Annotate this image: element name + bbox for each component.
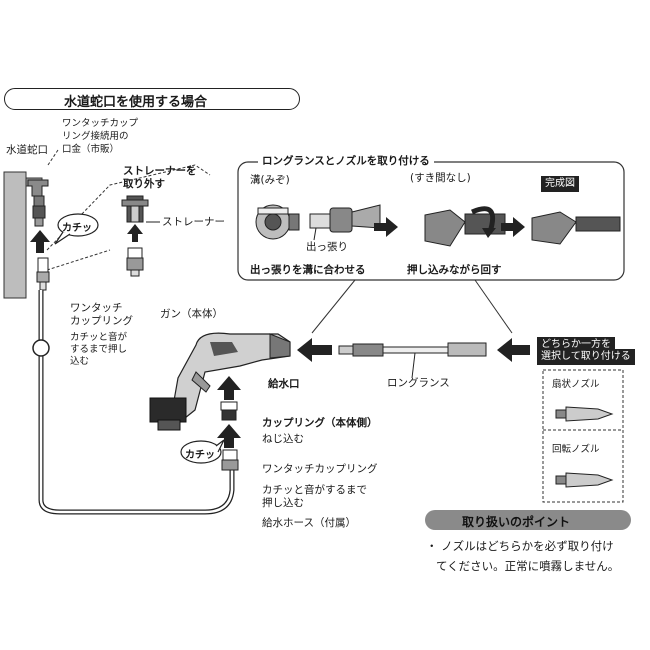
strainer-title-line2: 取り外す xyxy=(123,178,165,190)
fan-nozzle-icon xyxy=(555,406,614,422)
long-lance-icon xyxy=(338,342,487,379)
up-arrow-icon xyxy=(30,230,50,253)
fan-nozzle-label: 扇状ノズル xyxy=(552,379,600,390)
click-sound-label: カチッ xyxy=(62,223,92,234)
click-sound-label: カチッ xyxy=(185,450,215,461)
adapter-label-line2: リング接続用の xyxy=(62,131,129,142)
gun-push-note-line2: 押し込む xyxy=(262,497,304,509)
push-rotate-caption: 押し込みながら回す xyxy=(407,264,502,276)
lance-label: ロングランス xyxy=(387,377,450,389)
inlet-label: 給水口 xyxy=(268,378,300,390)
faucet-icon xyxy=(27,179,49,227)
click-bubble-faucet xyxy=(54,213,99,245)
gun-push-note-line1: カチッと音がするまで xyxy=(262,484,367,496)
complete-label: 完成図 xyxy=(541,176,579,192)
click-bubble-gun xyxy=(180,439,225,464)
hose-coupling-icon xyxy=(221,449,239,471)
push-note-line3: 込む xyxy=(70,356,90,367)
groove-label: 溝(みぞ) xyxy=(250,174,290,186)
align-caption: 出っ張りを溝に合わせる xyxy=(250,264,366,276)
push-note-line1: カチッと音が xyxy=(70,332,128,343)
push-note-line2: するまで押し xyxy=(70,344,128,355)
section-title: 水道蛇口を使用する場合 xyxy=(64,95,208,110)
adapter-label-line3: 口金（市販） xyxy=(62,144,120,155)
left-arrow-icon xyxy=(497,338,530,362)
strainer-label: ストレーナー xyxy=(162,216,225,228)
lance-callout-lines xyxy=(311,279,513,334)
onetouch-coupling-label: ワンタッチカップリング xyxy=(262,463,378,475)
faucet-label: 水道蛇口 xyxy=(6,144,48,156)
points-line2: てください。正常に噴霧しません。 xyxy=(436,559,620,573)
up-arrow-icon xyxy=(217,424,241,448)
gun-label: ガン（本体） xyxy=(160,308,223,320)
protrusion-label: 出っ張り xyxy=(306,241,348,253)
adapter-label-line1: ワンタッチカップ xyxy=(62,118,139,129)
section-header-pill xyxy=(4,88,300,110)
rotary-nozzle-label: 回転ノズル xyxy=(552,444,600,455)
protrusion-closeup-icon xyxy=(309,204,381,241)
strainer-title-line1: ストレーナーを xyxy=(123,165,197,177)
points-line1: ・ ノズルはどちらかを必ず取り付け xyxy=(426,539,614,553)
screw-in-label: ねじ込む xyxy=(262,433,304,445)
wall xyxy=(3,171,27,299)
groove-closeup-icon xyxy=(255,204,300,240)
right-arrow-icon xyxy=(374,217,398,237)
strainer-detail xyxy=(121,195,160,277)
rotary-nozzle-icon xyxy=(555,472,614,488)
points-header-pill xyxy=(425,510,631,530)
lance-section-title: ロングランスとノズルを取り付ける xyxy=(258,155,434,168)
right-arrow-icon xyxy=(501,217,525,237)
no-gap-label: (すき間なし) xyxy=(410,172,471,184)
onetouch-coupling-label-line1: ワンタッチ xyxy=(70,302,123,314)
points-title: 取り扱いのポイント xyxy=(462,515,571,529)
hose-label: 給水ホース（付属） xyxy=(262,517,356,529)
faucet-coupling-icon xyxy=(36,257,50,291)
up-arrow-icon xyxy=(217,376,241,400)
nozzle-choice-box xyxy=(542,369,624,503)
select-one-line2: 選択して取り付ける xyxy=(537,349,635,365)
coupling-body-label: カップリング（本体側） xyxy=(262,417,378,429)
push-rotate-icon xyxy=(424,206,506,247)
hose-ring xyxy=(32,339,50,357)
spray-gun-icon xyxy=(149,332,291,431)
complete-assembly-icon xyxy=(531,211,621,245)
gun-coupling-icon xyxy=(220,401,238,421)
onetouch-coupling-label-line2: カップリング xyxy=(70,315,133,327)
left-arrow-icon xyxy=(297,338,332,362)
